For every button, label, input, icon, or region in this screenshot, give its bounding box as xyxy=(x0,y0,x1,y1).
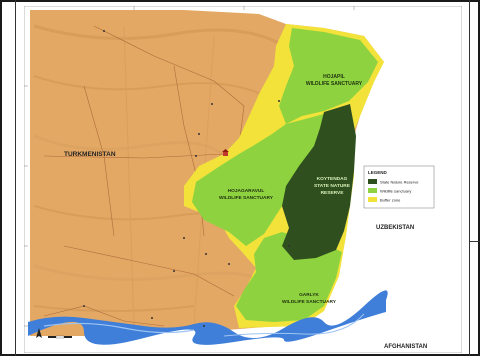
legend-label-sanctuary: Wildlife sanctuary xyxy=(380,189,411,194)
protected-areas-map: TURKMENISTAN UZBEKISTAN AFGHANISTAN HOJA… xyxy=(24,6,462,353)
country-label-uzbekistan: UZBEKISTAN xyxy=(376,225,414,231)
svg-text:WILDLIFE SANCTUARY: WILDLIFE SANCTUARY xyxy=(282,299,337,305)
legend-swatch-sanctuary xyxy=(368,188,377,193)
legend-swatch-buffer xyxy=(368,197,377,202)
svg-text:WILDLIFE SANCTUARY: WILDLIFE SANCTUARY xyxy=(219,195,274,201)
legend-swatch-reserve xyxy=(368,179,377,184)
svg-text:WILDLIFE SANCTUARY: WILDLIFE SANCTUARY xyxy=(306,81,363,87)
legend-label-buffer: Buffer zone xyxy=(380,198,401,203)
hojapil-sanctuary xyxy=(279,28,378,124)
country-label-turkmenistan: TURKMENISTAN xyxy=(64,151,116,158)
svg-text:RESERVE: RESERVE xyxy=(321,190,345,196)
headquarters-icon xyxy=(222,149,229,156)
legend-title: LEGEND xyxy=(368,170,388,175)
area-label-hojapil: HOJAPIL WILDLIFE SANCTUARY xyxy=(306,74,363,87)
frame-right-rule xyxy=(469,0,470,356)
map-legend: LEGEND State Nature Reserve Wildlife san… xyxy=(363,165,435,209)
legend-label-reserve: State Nature Reserve xyxy=(380,180,419,185)
area-label-garlyk: GARLYK WILDLIFE SANCTUARY xyxy=(282,292,337,305)
frame-left-rule xyxy=(15,0,16,356)
svg-text:HOJAGARAVUL: HOJAGARAVUL xyxy=(228,188,265,194)
svg-text:KOYTENDAG: KOYTENDAG xyxy=(317,176,348,182)
koytendag-reserve xyxy=(282,104,356,260)
svg-text:HOJAPIL: HOJAPIL xyxy=(323,74,345,80)
north-arrow-icon xyxy=(36,328,42,338)
settlement-markers xyxy=(83,30,290,327)
hojagaravul-sanctuary xyxy=(192,114,324,246)
svg-text:GARLYK: GARLYK xyxy=(299,292,319,298)
frame-mid-rule xyxy=(469,241,480,242)
scale-bar xyxy=(48,335,72,339)
country-label-afghanistan: AFGHANISTAN xyxy=(384,344,427,350)
graticule-ticks xyxy=(24,6,355,327)
area-label-hojagaravul: HOJAGARAVUL WILDLIFE SANCTUARY xyxy=(219,188,274,201)
svg-text:STATE NATURE: STATE NATURE xyxy=(314,183,351,189)
area-label-koytendag: KOYTENDAG STATE NATURE RESERVE xyxy=(314,176,351,196)
river xyxy=(28,290,388,345)
